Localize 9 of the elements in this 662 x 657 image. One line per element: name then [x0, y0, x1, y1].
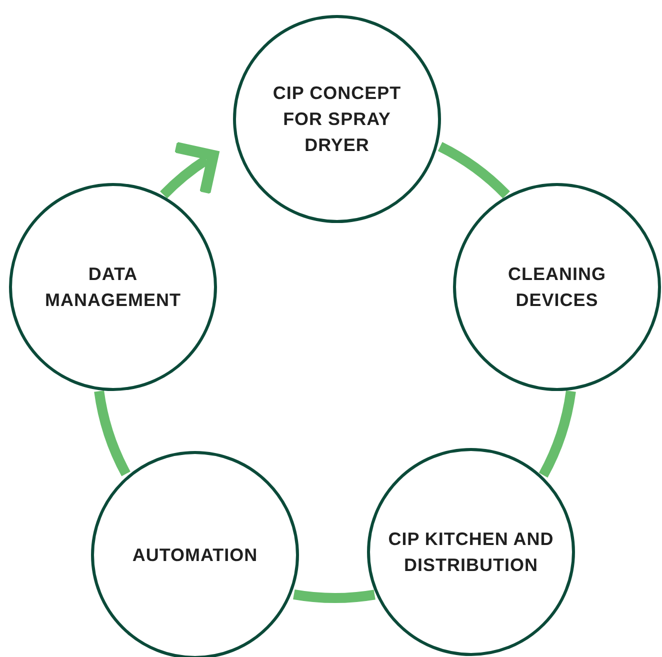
arrow	[160, 142, 218, 198]
node-label: DATA MANAGEMENT	[44, 263, 182, 312]
node-label: CIP CONCEPT FOR SPRAY DRYER	[272, 82, 402, 157]
node-label: CLEANING DEVICES	[507, 263, 607, 312]
connector-arc	[538, 390, 576, 478]
connector-arc	[293, 589, 376, 603]
node-label: CIP KITCHEN AND DISTRIBUTION	[387, 528, 555, 577]
node-label: AUTOMATION	[132, 544, 258, 567]
connector-arc	[94, 390, 131, 476]
